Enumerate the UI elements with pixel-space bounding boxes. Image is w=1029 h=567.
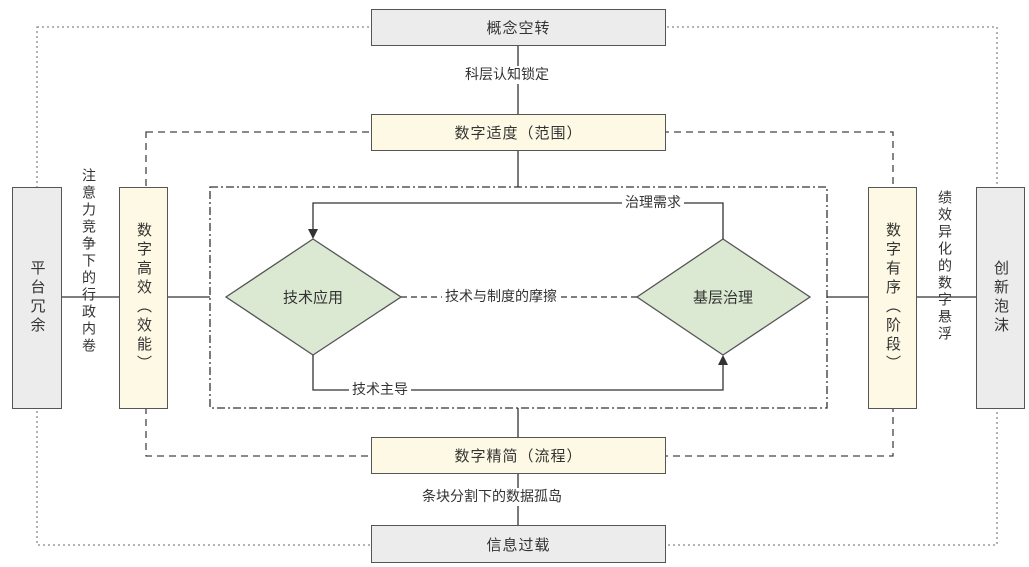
digital-moderation-box: 数字适度（范围） <box>371 114 666 151</box>
digital-efficiency-text: 数字高效（效能） <box>135 222 153 374</box>
information-overload-text: 信息过载 <box>486 535 551 554</box>
bureaucratic-lock-label: 科层认知锁定 <box>462 66 552 84</box>
platform-redundancy-box: 平台冗余 <box>12 187 62 409</box>
tech-application-text: 技术应用 <box>282 288 344 307</box>
data-silo-label: 条块分割下的数据孤岛 <box>419 488 565 506</box>
innovation-bubble-box: 创新泡沫 <box>976 187 1025 409</box>
digital-simplification-box: 数字精简（流程） <box>371 437 666 474</box>
performance-alienation-label: 绩效异化的数字悬浮 <box>936 190 952 343</box>
governance-need-arrow <box>308 202 724 239</box>
digital-order-box: 数字有序（阶段） <box>868 187 917 409</box>
digital-simplification-text: 数字精简（流程） <box>454 447 583 465</box>
grassroots-governance-text: 基层治理 <box>692 288 754 307</box>
administrative-involution-label: 注意力竞争下的行政内卷 <box>80 168 96 355</box>
concept-idling-text: 概念空转 <box>486 19 551 37</box>
concept-idling-box: 概念空转 <box>371 9 666 46</box>
tech-led-arrow <box>312 355 728 391</box>
friction-label: 技术与制度的摩擦 <box>442 288 560 306</box>
information-overload-box: 信息过载 <box>371 525 666 563</box>
digital-order-text: 数字有序（阶段） <box>884 222 902 374</box>
digital-efficiency-box: 数字高效（效能） <box>119 187 168 409</box>
digital-moderation-text: 数字适度（范围） <box>454 124 583 142</box>
governance-need-label: 治理需求 <box>622 194 684 212</box>
tech-led-label: 技术主导 <box>349 381 411 399</box>
platform-redundancy-text: 平台冗余 <box>28 260 47 336</box>
innovation-bubble-text: 创新泡沫 <box>992 260 1010 336</box>
